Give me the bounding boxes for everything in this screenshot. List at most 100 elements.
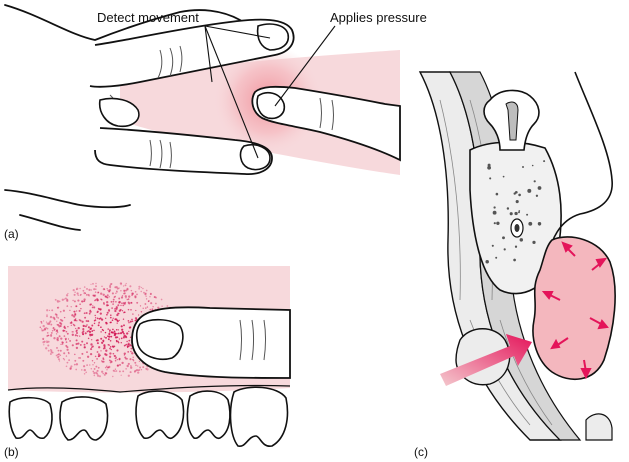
stipple-dot [69,339,72,342]
stipple-dot [87,293,90,296]
stipple-dot [46,309,49,312]
cheek-outline [547,71,613,261]
stipple-dot [123,334,126,337]
stipple-dot [115,340,118,343]
stipple-dot [93,306,96,309]
stipple-dot [89,364,91,366]
stipple-dot [76,320,78,322]
stipple-dot [147,300,150,302]
stipple-dot [130,309,132,311]
bone-pore [495,256,498,259]
stipple-dot [94,291,97,293]
stipple-dot [82,289,85,292]
stipple-dot [110,360,112,362]
stipple-dot [126,332,129,335]
stipple-dot [105,336,107,339]
stipple-dot [63,316,66,319]
bone-pore [518,210,521,212]
stipple-dot [101,370,104,373]
stipple-dot [123,352,126,355]
stipple-dot [50,334,53,337]
stipple-dot [116,313,119,317]
stipple-dot [142,366,145,369]
stipple-dot [92,294,95,297]
stipple-dot [120,290,122,292]
stipple-dot [106,296,108,298]
stipple-dot [121,328,124,331]
stipple-dot [73,363,76,366]
stipple-dot [53,327,55,329]
stipple-dot [113,334,116,337]
finger-b-creases [239,319,266,361]
stipple-dot [108,335,111,338]
stipple-dot [63,335,66,337]
stipple-dot [108,310,110,312]
stipple-dot [97,324,100,327]
stipple-dot [92,370,95,373]
stipple-dot [39,326,41,329]
stipple-dot [75,368,78,371]
stipple-dot [100,331,102,333]
stipple-dot [95,282,97,285]
stipple-dot [60,337,63,340]
fingernail-middle [256,91,286,120]
stipple-dot [74,334,77,337]
stipple-dot [145,298,148,300]
bone-pore [487,165,491,170]
stipple-dot [137,371,140,374]
stipple-dot [97,366,100,369]
stipple-dot [71,331,73,333]
stipple-dot [112,375,114,378]
stipple-dot [93,371,96,375]
stipple-dot [77,326,80,330]
stipple-dot [75,331,79,335]
finger-bottom [94,127,273,175]
stipple-dot [136,369,138,371]
stipple-dot [69,309,71,312]
stipple-dot [128,295,131,298]
stipple-dot [56,299,59,303]
stipple-dot [140,311,143,313]
panel-a: Detect movement Applies pressure (a) [4,4,427,241]
tooth-5 [229,386,289,447]
stipple-dot [46,315,48,318]
stipple-dot [64,337,67,340]
stipple-dot [120,341,123,344]
stipple-dot [74,353,76,356]
stipple-dot [96,299,99,302]
stipple-dot [94,317,97,319]
stipple-dot [102,339,105,342]
stipple-dot [129,326,132,328]
stipple-dot [43,344,45,346]
stipple-dot [126,364,129,368]
stipple-dot [132,358,134,361]
stipple-dot [74,291,76,293]
stipple-dot [95,365,98,368]
stipple-dot [115,306,118,309]
bone-pore [518,211,520,214]
stipple-dot [115,286,118,289]
stipple-dot [103,336,106,338]
stipple-dot [161,305,163,307]
bone-pore [526,213,529,216]
stipple-dot [99,308,102,311]
stipple-dot [130,350,132,353]
bone-pore [531,164,534,167]
bone-pore [543,160,546,163]
leader-lines [204,25,336,159]
stipple-dot [134,369,137,372]
bone-pore [502,236,505,240]
stipple-dot [57,317,59,319]
stipple-dot [136,293,138,296]
stipple-dot [144,293,147,296]
fingernail-top [256,23,290,51]
stipple-dot [96,342,99,345]
stipple-dot [146,368,149,371]
bone-pore [491,244,494,247]
stipple-dot [99,354,102,357]
stipple-dot [88,288,91,292]
stipple-dot [142,307,144,309]
stipple-dot [110,348,112,351]
stipple-dot [43,327,47,330]
stipple-dot [134,361,137,364]
